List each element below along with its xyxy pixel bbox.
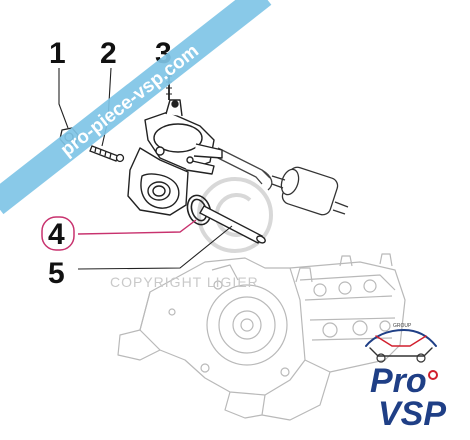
callout-1[interactable]: 1 xyxy=(49,37,66,70)
fuel-filter xyxy=(271,166,349,216)
car-silhouette-icon xyxy=(365,329,437,363)
part-2-bolt xyxy=(89,145,125,163)
fuel-pump xyxy=(127,69,223,216)
leader-4 xyxy=(77,219,197,235)
fuel-hose xyxy=(213,147,273,191)
logo-line-pro: Pro xyxy=(370,362,427,400)
callout-4-highlight-ring xyxy=(41,216,75,251)
provsp-logo: GROUP Pro VSP xyxy=(365,323,446,433)
copyright-watermark: COPYRIGHT LIGIER xyxy=(110,274,259,290)
leader-5 xyxy=(77,225,233,270)
part-5-pushrod xyxy=(199,205,266,244)
logo-line-vsp: VSP xyxy=(378,395,446,433)
callout-2[interactable]: 2 xyxy=(100,37,117,70)
callout-5[interactable]: 5 xyxy=(48,257,65,290)
leader-1 xyxy=(58,68,69,129)
logo-group-tag: GROUP xyxy=(393,323,412,329)
engine-block-drawing xyxy=(117,253,406,421)
logo-dot-icon xyxy=(428,370,438,380)
callout-4[interactable]: 4 xyxy=(48,218,65,251)
